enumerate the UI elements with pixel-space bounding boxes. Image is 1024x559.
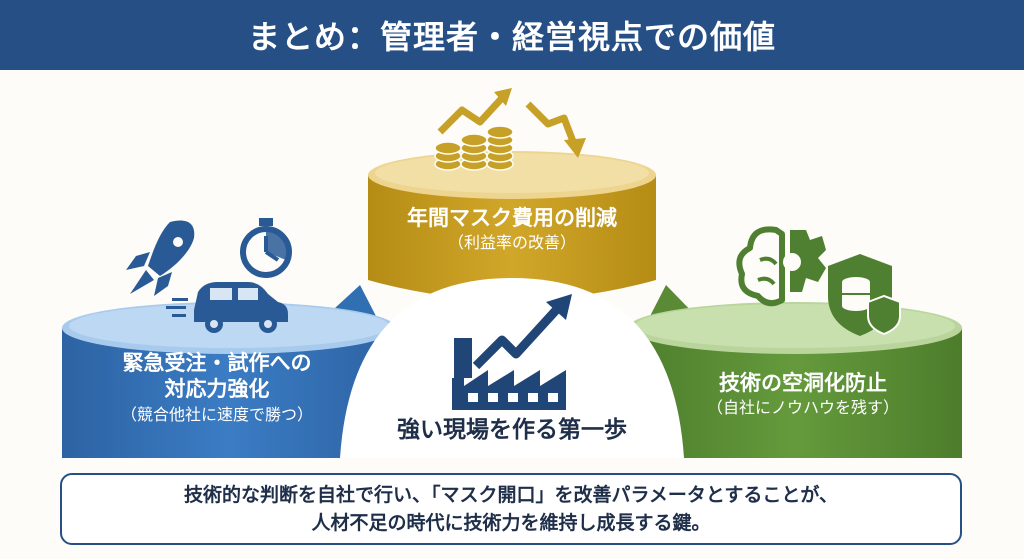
gear-icon [783,230,826,292]
car-icon [166,282,288,333]
coins-icon [434,125,514,171]
rocket-icon [126,220,195,296]
summary-box: 技術的な判断を自社で行い、「マスク開口」を改善パラメータとすることが、 人材不足… [60,473,962,545]
center-label: 強い現場を作る第一歩 [397,417,627,443]
summary-line-2: 人材不足の時代に技術力を維持し成長する鍵。 [311,512,711,534]
summary-line-1: 技術的な判断を自社で行い、「マスク開口」を改善パラメータとすることが、 [184,483,838,506]
trend-up-arrow-icon [437,88,512,135]
center-pillar-subtitle: （利益率の改善） [447,233,576,253]
right-pillar-text: 技術の空洞化防止 （自社にノウハウを残す） [648,370,958,418]
growth-arrow-icon [472,294,572,370]
factory-icon [452,338,566,410]
left-pillar-text: 緊急受注・試作への 対応力強化 （競合他社に速度で勝つ） [62,350,372,425]
header-bar: まとめ：管理者・経営視点での価値 [0,0,1024,70]
trend-down-arrow-icon [525,101,586,158]
center-pillar-title: 年間マスク費用の削減 [407,206,617,230]
database-shield-icon [828,254,901,336]
right-pillar-subtitle: （自社にノウハウを残す） [706,398,899,418]
brain-icon [736,226,785,307]
left-pillar-subtitle: （競合他社に速度で勝つ） [120,404,313,424]
left-pillar-title: 緊急受注・試作への [122,351,312,375]
right-pillar-title: 技術の空洞化防止 [719,371,887,395]
pillar-diagram [62,88,962,458]
left-pillar-title-2: 対応力強化 [164,377,270,402]
left-pillar [62,302,396,458]
center-pillar-text: 年間マスク費用の削減 （利益率の改善） [368,205,656,253]
page-title: まとめ：管理者・経営視点での価値 [247,18,776,56]
stopwatch-icon [240,218,292,278]
center-dome [340,278,684,458]
